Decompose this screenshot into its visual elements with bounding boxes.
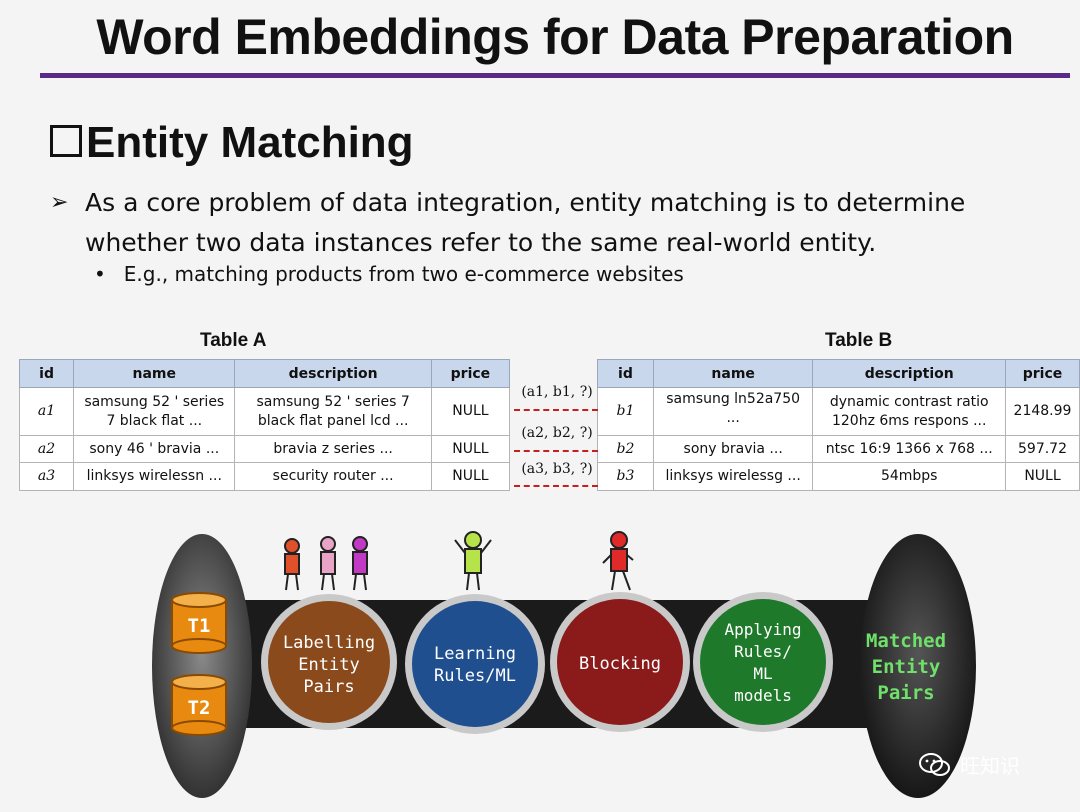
table-row: b3 linksys wirelessg ... 54mbps NULL	[597, 462, 1080, 491]
step-blocking-text: Blocking	[579, 654, 661, 674]
arrow-bullet-icon: ➢	[50, 190, 69, 215]
column-header: price	[430, 359, 511, 388]
match-link-dashed	[514, 485, 598, 487]
database-t1-icon	[171, 592, 227, 654]
person-learning-icon	[454, 531, 492, 591]
title-divider	[40, 73, 1070, 78]
column-header: id	[18, 359, 75, 388]
column-header: description	[234, 359, 432, 388]
price-cell: NULL	[1005, 462, 1080, 491]
name-cell: linksys wirelessg ...	[652, 462, 814, 491]
id-cell: b2	[597, 435, 654, 463]
pipe-right-end	[860, 534, 976, 798]
step-applying-circle	[693, 592, 833, 732]
name-cell: sony 46 ' bravia ...	[73, 435, 236, 463]
table-row: b1 samsung ln52a750 ... dynamic contrast…	[597, 387, 1080, 436]
price-cell: NULL	[430, 387, 511, 436]
step-labelling-circle	[261, 594, 397, 730]
description-cell: samsung 52 ' series 7 black flat panel l…	[234, 387, 432, 436]
price-cell: NULL	[430, 462, 511, 491]
candidate-pair: (a3, b3, ?)	[521, 461, 593, 477]
table-row: a3 linksys wirelessn ... security router…	[18, 462, 511, 491]
step-blocking-circle	[550, 592, 690, 732]
match-link-dashed	[514, 450, 598, 452]
name-cell: linksys wirelessn ...	[73, 462, 236, 491]
watermark-text: 旺知识	[960, 754, 1020, 778]
table-a: id name description price a1 samsung 52 …	[18, 359, 511, 491]
slide-title: Word Embeddings for Data Preparation	[96, 9, 1014, 65]
price-cell: 2148.99	[1005, 387, 1080, 436]
database-t2-icon	[171, 674, 227, 736]
t2-label: T2	[188, 697, 211, 719]
step-learning-circle	[405, 594, 545, 734]
description-cell: security router ...	[234, 462, 432, 491]
section-heading: Entity Matching	[50, 118, 414, 168]
people-labelling-icon	[284, 536, 368, 591]
wechat-logo-icon	[919, 752, 950, 776]
name-cell: sony bravia ...	[652, 435, 814, 463]
sub-bullet-text: E.g., matching products from two e-comme…	[123, 262, 684, 286]
dot-bullet-icon: •	[94, 262, 106, 286]
table-row: b2 sony bravia ... ntsc 16:9 1366 x 768 …	[597, 435, 1080, 463]
id-cell: a3	[18, 462, 75, 491]
table-b-caption: Table B	[825, 330, 893, 351]
main-bullet-text: As a core problem of data integration, e…	[85, 188, 966, 257]
name-cell: samsung ln52a750 ...	[652, 387, 814, 436]
name-cell: samsung 52 ' series 7 black flat ...	[73, 387, 236, 436]
table-header-row: id name description price	[18, 359, 511, 388]
candidate-pair: (a1, b1, ?)	[521, 384, 593, 400]
description-cell: ntsc 16:9 1366 x 768 ...	[812, 435, 1006, 463]
step-fill	[268, 601, 390, 723]
sub-bullet: • E.g., matching products from two e-comm…	[94, 262, 684, 286]
column-header: name	[652, 359, 814, 388]
candidate-pair: (a2, b2, ?)	[521, 425, 593, 441]
id-cell: b3	[597, 462, 654, 491]
table-row: a1 samsung 52 ' series 7 black flat ... …	[18, 387, 511, 436]
person-blocking-icon	[602, 531, 634, 591]
watermark: 旺知识	[918, 750, 1020, 779]
section-heading-text: Entity Matching	[86, 118, 414, 167]
table-b: id name description price b1 samsung ln5…	[597, 359, 1080, 491]
column-header: id	[597, 359, 654, 388]
column-header: price	[1005, 359, 1080, 388]
price-cell: NULL	[430, 435, 511, 463]
t1-label: T1	[188, 615, 211, 637]
price-cell: 597.72	[1005, 435, 1080, 463]
table-row: a2 sony 46 ' bravia ... bravia z series …	[18, 435, 511, 463]
description-cell: 54mbps	[812, 462, 1006, 491]
description-cell: dynamic contrast ratio 120hz 6ms respons…	[812, 387, 1006, 436]
id-cell: a2	[18, 435, 75, 463]
column-header: description	[812, 359, 1006, 388]
match-link-dashed	[514, 409, 598, 411]
id-cell: b1	[597, 387, 654, 436]
description-cell: bravia z series ...	[234, 435, 432, 463]
table-header-row: id name description price	[597, 359, 1080, 388]
column-header: name	[73, 359, 236, 388]
square-bullet-icon	[50, 125, 82, 157]
id-cell: a1	[18, 387, 75, 436]
pipe-left-end	[152, 534, 252, 798]
table-a-caption: Table A	[200, 330, 267, 351]
